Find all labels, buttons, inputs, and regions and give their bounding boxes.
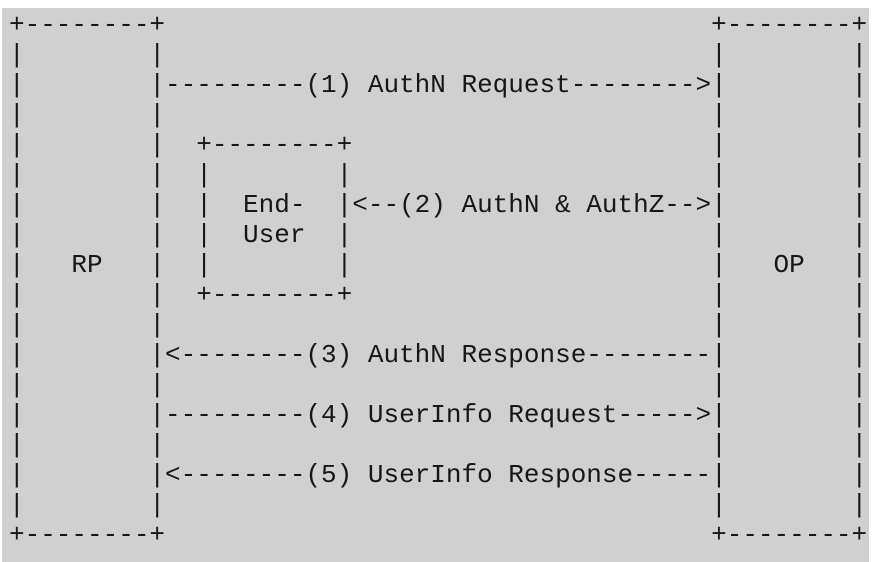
diagram-row-spacer: | | | | [9,310,868,340]
diagram-row-enduser-spacer: | | | | | | [9,160,868,190]
diagram-row-arrow-1-authn-request: | |---------(1) AuthN Request-------->| … [9,70,868,100]
ascii-protocol-diagram: +--------+ +--------+ | | | | | |-------… [2,8,869,550]
diagram-row-rp-op-labels: | RP | | | | OP | [9,250,868,280]
diagram-row-enduser-bottom-border: | | +--------+ | | [9,280,868,310]
diagram-row-enduser-label: | | | User | | | [9,220,868,250]
diagram-row-spacer: | | | | [9,490,868,520]
diagram-row-spacer: | | | | [9,40,868,70]
diagram-row-bottom-borders: +--------+ +--------+ [9,520,868,550]
diagram-row-spacer: | | | | [9,430,868,460]
diagram-row-enduser-top-border: | | +--------+ | | [9,130,868,160]
diagram-row-arrow-4-userinfo-request: | |---------(4) UserInfo Request----->| … [9,400,868,430]
diagram-row-spacer: | | | | [9,370,868,400]
diagram-row-arrow-2-authn-authz: | | | End- |<--(2) AuthN & AuthZ-->| | [9,190,868,220]
diagram-row-arrow-3-authn-response: | |<--------(3) AuthN Response--------| … [9,340,868,370]
diagram-panel: +--------+ +--------+ | | | | | |-------… [2,8,869,562]
diagram-row-spacer: | | | | [9,100,868,130]
diagram-row-arrow-5-userinfo-response: | |<--------(5) UserInfo Response-----| … [9,460,868,490]
diagram-row-top-borders: +--------+ +--------+ [9,10,868,40]
